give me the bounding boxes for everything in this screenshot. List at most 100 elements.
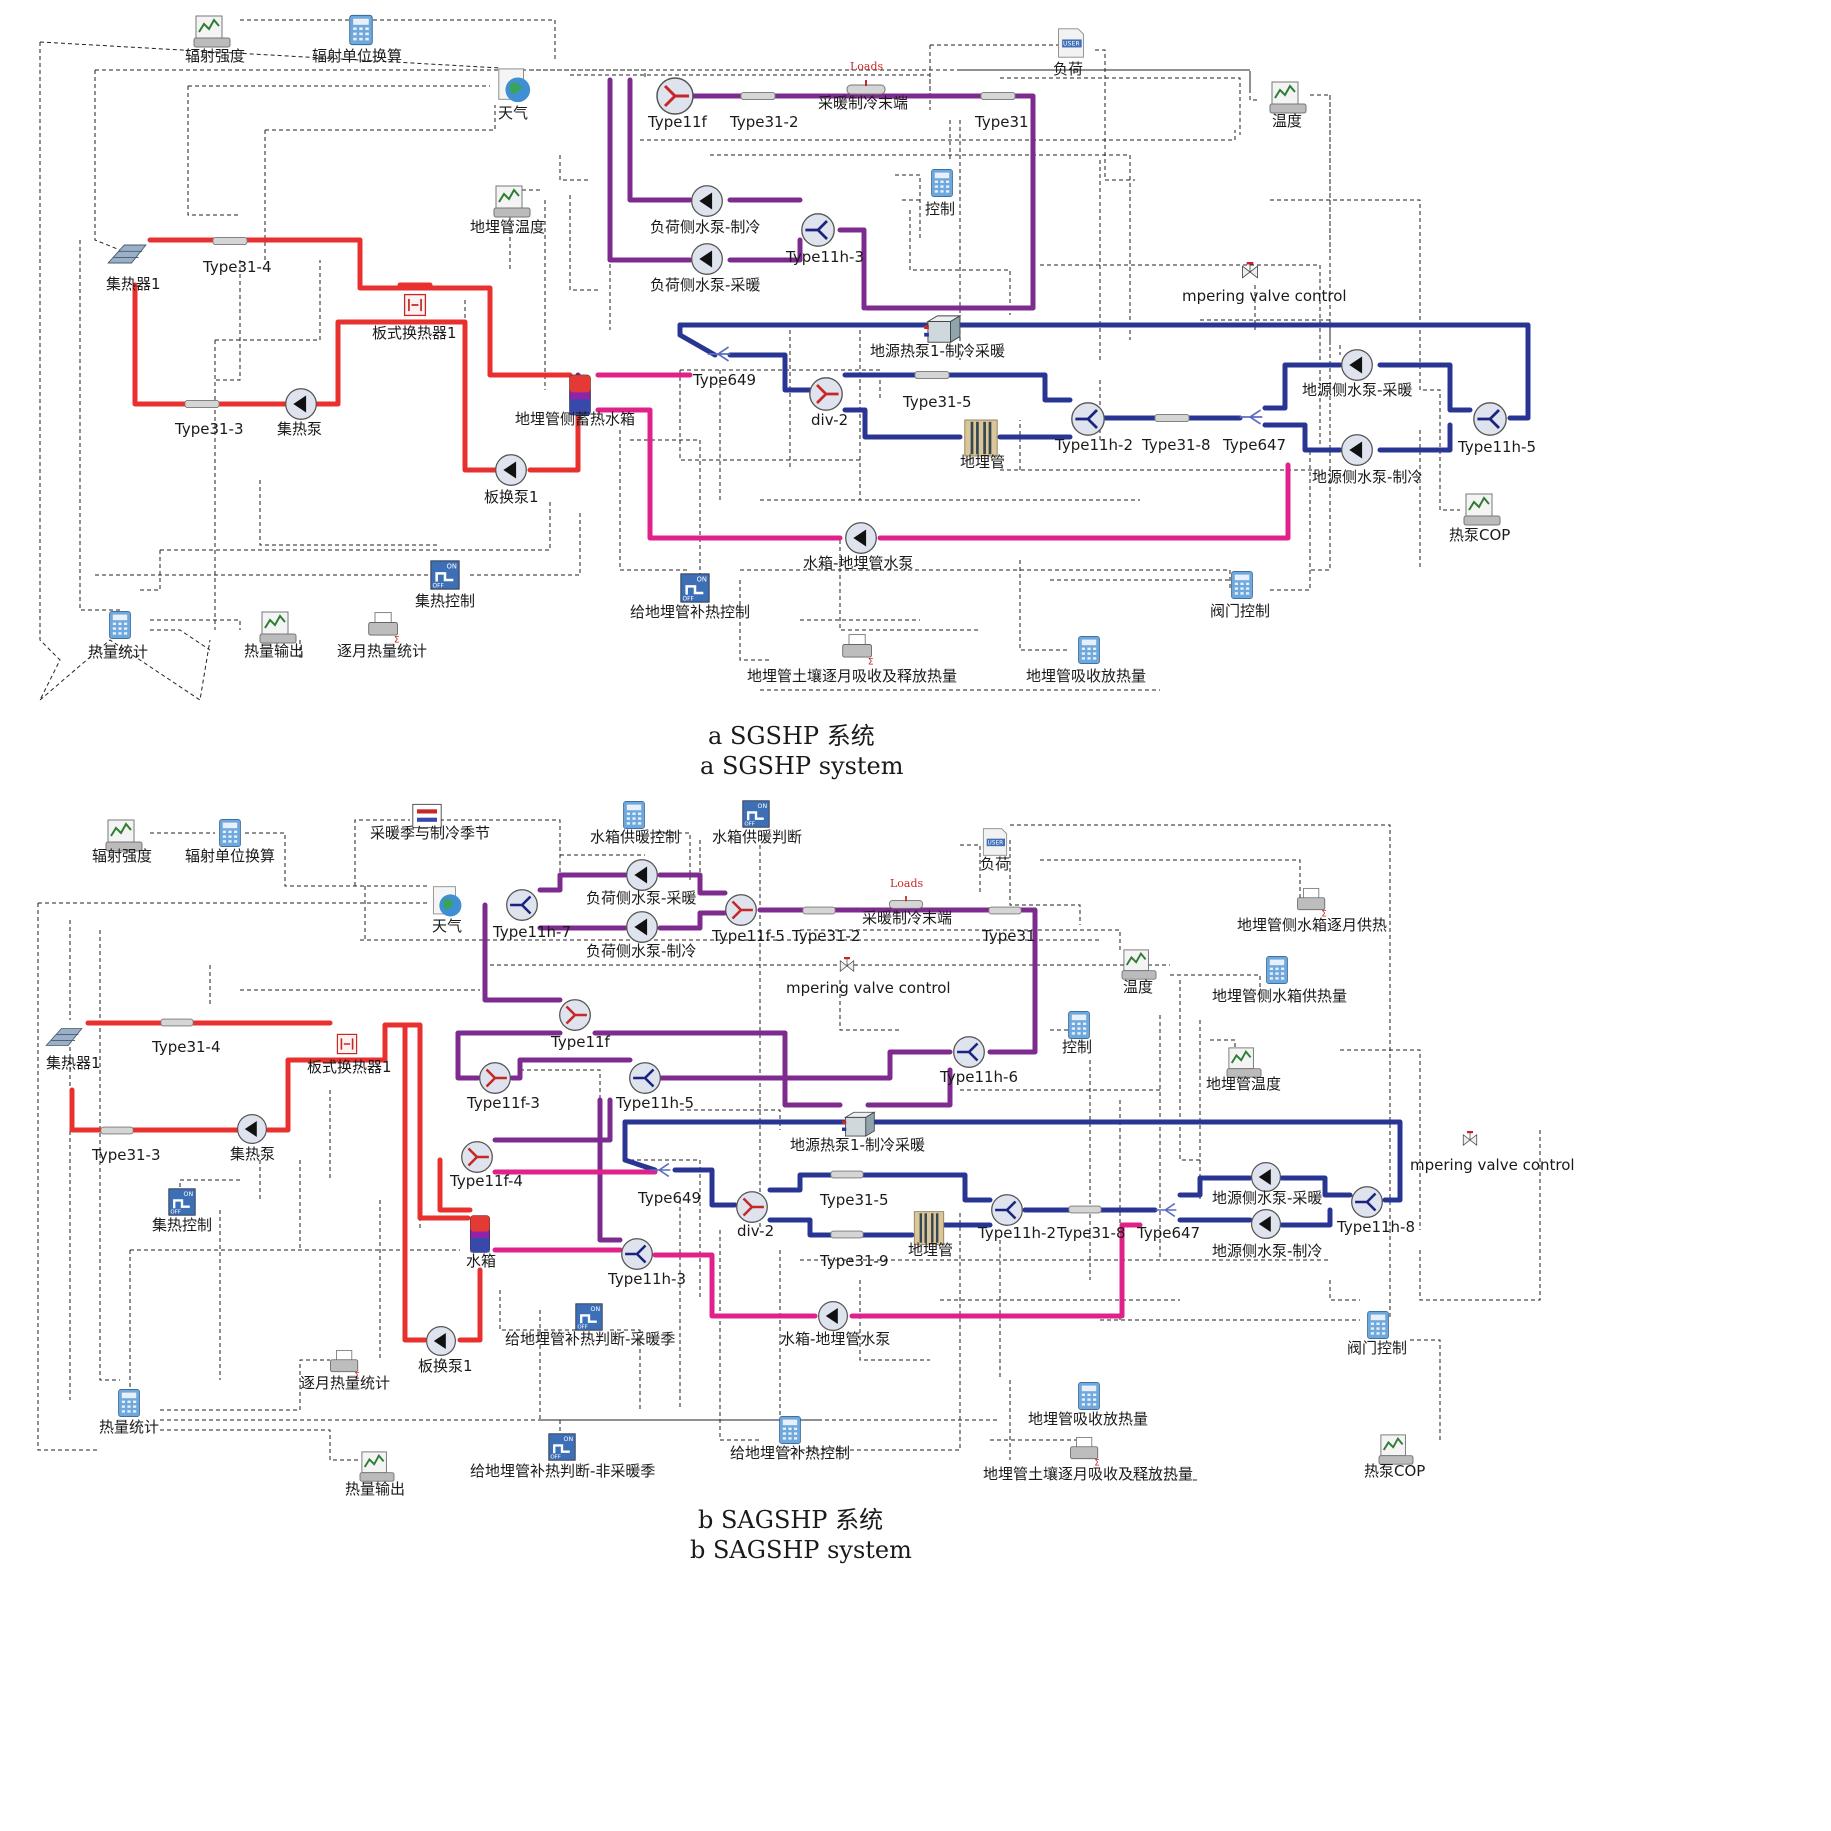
collector-ctrl-icon [430, 560, 460, 590]
diagram-a-solar-loop [132, 237, 581, 473]
pump-heat-label: 负荷侧水泵-采暖 [650, 276, 760, 294]
diagram-b-load-loop [455, 872, 1038, 1243]
b-load-user-icon [982, 828, 1008, 856]
monthly-stat-label: 逐月热量统计 [337, 642, 427, 660]
b-type11h-2-div-icon [990, 1193, 1024, 1227]
b-collector-icon [45, 1028, 83, 1046]
type11h-2-label: Type11h-2 [1054, 436, 1133, 454]
type11h-3-label: Type11h-3 [785, 248, 864, 266]
b-gs-pump-cool-icon [1250, 1208, 1282, 1240]
b-type11h-3-div-icon [620, 1237, 654, 1271]
caption-b-en: b SAGSHP system [690, 1536, 912, 1564]
b-valve-ctrl2-label: 阀门控制 [1347, 1339, 1407, 1357]
supp-ctrl-icon [680, 573, 710, 603]
weather-globe-icon [498, 68, 531, 103]
pump-heat-icon [691, 243, 723, 275]
diagram-b-solar-loop [69, 1020, 483, 1343]
b-pump-heat-label: 负荷侧水泵-采暖 [586, 889, 696, 907]
pump-cool-icon [691, 185, 723, 217]
b-type31-5-pipe-icon [830, 1170, 864, 1179]
b-hx-pump-icon [426, 1325, 456, 1357]
type11h-7-div-icon [505, 888, 539, 922]
b-heat-out-plot-icon [359, 1450, 395, 1483]
diagram-b-ground-loop [622, 1119, 1403, 1238]
valve-ctrl2-label: 阀门控制 [1210, 602, 1270, 620]
b-tank-label: 水箱 [466, 1252, 496, 1270]
b-type31-pipe-icon [988, 906, 1022, 915]
b-heat-pump-icon [842, 1111, 875, 1137]
type31-9-label: Type31-9 [819, 1252, 889, 1270]
diagram-a-control-lines [39, 19, 1460, 701]
type11f-5-mixer-icon [724, 893, 758, 927]
pump-cool-label: 负荷侧水泵-制冷 [650, 218, 760, 236]
b-collector-label: 集热器1 [46, 1054, 101, 1072]
tank-monthly-printer-icon [1297, 887, 1328, 918]
heat-pump-label: 地源热泵1-制冷采暖 [870, 342, 1005, 360]
cop-label: 热泵COP [1449, 526, 1510, 544]
b-weather-globe-icon [432, 886, 462, 917]
control-label: 控制 [925, 200, 955, 218]
tank-label: 地埋管侧蓄热水箱 [515, 410, 635, 428]
b-cop-label: 热泵COP [1364, 1462, 1425, 1480]
b-heat-stat-label: 热量统计 [99, 1418, 159, 1436]
b-valve2-icon [1462, 1131, 1478, 1146]
tank-icon [569, 374, 591, 416]
type11h-6-div-icon [952, 1035, 986, 1069]
monthly-stat-printer-icon [368, 612, 401, 644]
type11f-3-label: Type11f-3 [466, 1094, 540, 1112]
tank-judge-icon [742, 800, 770, 828]
diagram-b-components: 辐射强度 辐射单位换算 采暖季与制冷季节 水箱供暖控制 水箱供暖判断 负荷 天气… [45, 800, 1575, 1498]
plate-hx-label: 板式换热器1 [372, 324, 457, 342]
type647-label: Type647 [1222, 436, 1286, 454]
b-gs-pump-heat-icon [1250, 1161, 1282, 1193]
valve-ctrl-label: mpering valve control [1182, 287, 1347, 305]
b-type31-4-label: Type31-4 [151, 1038, 221, 1056]
type11h-8-div-icon [1350, 1185, 1384, 1219]
type31-4-label: Type31-4 [202, 258, 272, 276]
tank-ctrl-calc-icon [623, 800, 645, 830]
type31-2-label: Type31-2 [729, 113, 799, 131]
collector-ctrl-label: 集热控制 [415, 592, 475, 610]
b-gp-heat-label: 地埋管吸收放热量 [1028, 1410, 1148, 1428]
type11h-5-div-icon [1472, 401, 1508, 437]
type649-tee-icon [706, 346, 732, 362]
tank-monthly-label: 地埋管侧水箱逐月供热 [1237, 916, 1387, 934]
tank-supply-label: 地埋管侧水箱供热量 [1212, 987, 1347, 1005]
b-collector-pump-label: 集热泵 [230, 1145, 275, 1163]
b-type31-2-label: Type31-2 [791, 927, 861, 945]
caption-b-cn: b SAGSHP 系统 [698, 1506, 883, 1534]
b-terminal-label: 采暖制冷末端 [862, 909, 952, 927]
b-ground-pipe-label: 地埋管 [908, 1241, 953, 1259]
b-radiation-label: 辐射强度 [92, 847, 152, 865]
tank-ctrl-label: 水箱供暖控制 [590, 828, 680, 846]
b-valve-icon [839, 957, 855, 972]
b-rad-conv-label: 辐射单位换算 [185, 847, 275, 865]
b-temperature-label: 温度 [1123, 978, 1153, 996]
valve-icon [1242, 262, 1258, 279]
type11h-5-label: Type11h-5 [1457, 438, 1536, 456]
b-monthly-stat-label: 逐月热量统计 [300, 1374, 390, 1392]
type11h-7-label: Type11h-7 [492, 923, 571, 941]
b-type647-label: Type647 [1136, 1224, 1200, 1242]
b-type647-tee-icon [1154, 1202, 1178, 1218]
b-collector-ctrl-icon [168, 1188, 196, 1216]
ground-pipe-label: 地埋管 [960, 453, 1005, 471]
valve-ctrl-calc-icon [1231, 570, 1253, 600]
b-type31-3-pipe-icon [100, 1126, 134, 1135]
b-div-2-label: div-2 [737, 1222, 774, 1240]
b-pump-cool-icon [626, 911, 658, 943]
b-heat-pump-label: 地源热泵1-制冷采暖 [790, 1136, 925, 1154]
heat-stat-calc-icon [109, 610, 131, 640]
caption-a-cn: a SGSHP 系统 [708, 722, 875, 750]
type31-2-pipe-icon [740, 91, 776, 101]
heat-out-label: 热量输出 [244, 642, 304, 660]
div-2-icon [808, 376, 844, 412]
supp-ctrl-label: 给地埋管补热控制 [630, 603, 750, 621]
plate-hx-icon [403, 293, 427, 317]
b-type31-3-label: Type31-3 [91, 1146, 161, 1164]
terminal-loads-icon [846, 80, 886, 95]
b-type31-5-label: Type31-5 [819, 1191, 889, 1209]
cop-plot-icon [1463, 493, 1501, 526]
b-plate-hx-icon [336, 1033, 358, 1055]
